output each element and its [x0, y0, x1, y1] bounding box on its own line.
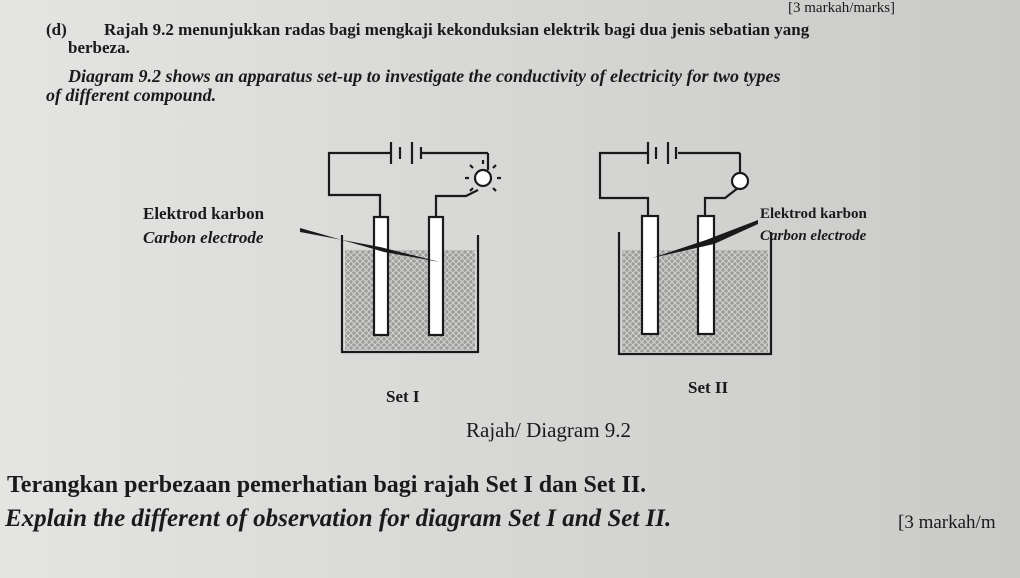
diagram-caption: Rajah/ Diagram 9.2 — [466, 418, 632, 442]
battery-icon — [646, 142, 678, 164]
lit-bulb-icon — [465, 160, 501, 192]
label-right-bm: Elektrod karbon — [760, 206, 867, 222]
battery-icon — [389, 142, 423, 164]
unlit-bulb-icon — [730, 171, 750, 191]
set1-electrode-left — [372, 215, 390, 337]
question-text-en-line1: Diagram 9.2 shows an apparatus set-up to… — [68, 66, 781, 86]
question-text-bm-line2: berbeza. — [68, 38, 130, 57]
set2-electrode-right — [696, 214, 716, 336]
set1-apparatus — [327, 142, 501, 354]
question-text-bm-line1: Rajah 9.2 menunjukkan radas bagi mengkaj… — [104, 20, 810, 39]
set1-label: Set I — [386, 387, 420, 406]
set2-label: Set II — [688, 378, 729, 397]
set2-electrode-left — [640, 214, 660, 336]
label-left-en: Carbon electrode — [143, 228, 264, 247]
set2-apparatus — [598, 142, 773, 356]
task-text-bm: Terangkan perbezaan pemerhatian bagi raj… — [7, 472, 647, 498]
set1-label-pointer — [300, 228, 440, 262]
task-marks: [3 markah/m — [898, 512, 996, 533]
set1-beaker — [340, 235, 480, 354]
set1-electrode-right — [427, 215, 445, 337]
label-left-bm: Elektrod karbon — [143, 204, 265, 223]
label-right-en: Carbon electrode — [760, 228, 867, 244]
set1-electrolyte — [345, 250, 475, 350]
marks-header: [3 markah/marks] — [788, 0, 896, 16]
set2-beaker — [617, 232, 773, 356]
question-text-en-line2: of different compound. — [46, 85, 217, 105]
task-text-en: Explain the different of observation for… — [5, 505, 672, 532]
question-label: (d) — [46, 20, 67, 39]
